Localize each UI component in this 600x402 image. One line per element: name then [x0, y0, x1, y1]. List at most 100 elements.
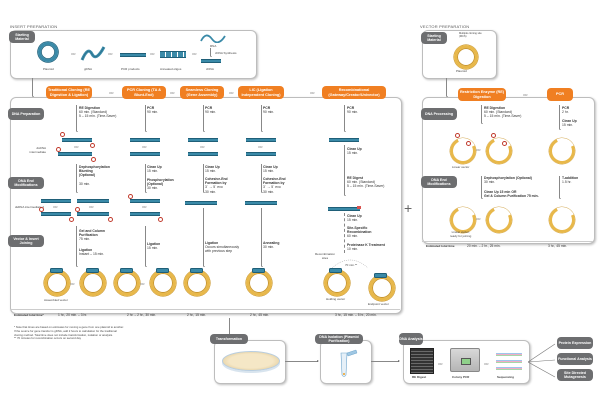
vector-total-time-re: 20 min. – 2 hr., 25 min.	[467, 244, 501, 248]
endpoint-vector-label: Endpoint vector	[368, 302, 389, 306]
estimated-total-label: Estimated total time*	[14, 313, 44, 317]
assembled-vector-ring	[114, 270, 140, 296]
second-day-label: 70 min.**	[345, 263, 358, 267]
vector-stage-tag-end-modifications: DNA End Modifications	[421, 176, 457, 188]
cdna-synthesis-arrow	[209, 48, 212, 57]
holding-vector-ring	[324, 270, 350, 296]
assembled-vector-ring	[80, 270, 106, 296]
or-label: OR	[150, 52, 155, 56]
stage-tag-vector-insert-joining: Vector & Insert Joining	[8, 235, 44, 247]
cut-site-icon	[69, 217, 74, 222]
flow-arrow	[260, 164, 263, 193]
linear-vector-label: Linear vector	[452, 165, 470, 169]
flow-arrow	[480, 176, 483, 199]
or-label: OR	[476, 148, 481, 152]
assembled-vector-ring	[246, 270, 272, 296]
dna-analysis-tag[interactable]: DNA Analysis	[399, 333, 423, 345]
or-label: OR	[53, 205, 58, 209]
or-label: OR	[109, 91, 114, 95]
assembled-vector-label: Assembled vector	[44, 298, 68, 302]
dsdna-intermediate-2	[130, 212, 160, 216]
insert-segment	[50, 268, 63, 273]
method-tag-recombinational[interactable]: Recombinational (Gateway/Creator/Univect…	[322, 86, 386, 99]
flow-arrow	[260, 105, 263, 132]
total-time-pcr-cloning: 2 hr. – 2 hr., 30 min.	[127, 313, 157, 317]
or-label: OR	[200, 145, 205, 149]
gdna-icon	[80, 46, 106, 61]
outcome-protein-expression[interactable]: Protein Expression	[557, 337, 593, 349]
gel-icon	[410, 348, 434, 374]
flow-arrow	[558, 176, 561, 199]
insert-preparation-title: INSERT PREPARATION	[10, 24, 58, 29]
transformation-tag[interactable]: Transformation	[210, 334, 248, 344]
method-tag-lic[interactable]: LIC (Ligation Independent Cloning)	[238, 86, 284, 99]
method-tag-traditional[interactable]: Traditional Cloning (RE Digestion & Liga…	[46, 86, 92, 99]
endpoint-vector-ring	[369, 275, 395, 301]
plasmid-icon	[38, 42, 58, 62]
cut-site-icon	[75, 207, 80, 212]
starting-item-label: PCR products	[121, 67, 140, 71]
analysis-item-label: Sequencing	[497, 375, 515, 379]
cut-site-icon	[56, 147, 61, 152]
or-label: OR	[523, 93, 528, 97]
analysis-item-label: RE Digest	[412, 375, 427, 379]
or-label: OR	[74, 145, 79, 149]
or-label: OR	[108, 52, 113, 56]
cut-site-icon	[91, 157, 96, 162]
or-label: OR	[438, 362, 443, 366]
or-label: OR	[89, 205, 94, 209]
flow-arrow	[202, 208, 205, 267]
vector-method-tag-pcr[interactable]: PCR	[547, 88, 573, 101]
method-tag-pcr-cloning[interactable]: PCR Cloning (TA & Blunt-End)	[122, 86, 166, 99]
dsdna-intermediate-label: dsDNA intermediate	[29, 146, 46, 155]
or-label: OR	[484, 362, 489, 366]
dsdna-intermediate-2	[41, 212, 71, 216]
rna-label: RNA	[210, 44, 217, 48]
starting-material-tag: Starting Material	[9, 31, 35, 43]
dna-isolation-tag[interactable]: DNA Isolation (Plasmid Purification)	[315, 334, 363, 344]
dsdna-intermediate-2	[245, 201, 277, 205]
dsdna-intermediate-2	[77, 199, 109, 203]
starting-item-label: Plasmid	[43, 67, 54, 71]
divider	[422, 241, 593, 242]
method-tag-seamless[interactable]: Seamless Cloning (Gene Assembly)	[180, 86, 224, 99]
insert-segment	[156, 268, 169, 273]
or-label: OR	[476, 217, 481, 221]
flow-arrow	[202, 164, 205, 193]
or-label: OR	[310, 91, 315, 95]
dsdna-intermediate	[58, 152, 92, 156]
divider	[10, 309, 400, 310]
rna-icon	[200, 34, 226, 43]
flow-arrow	[343, 145, 346, 196]
assembled-vector-ring	[44, 270, 70, 296]
total-time-lic: 2 hr., 45 min.	[250, 313, 270, 317]
flow-arrow	[480, 105, 483, 124]
flow-arrow	[75, 226, 78, 267]
petri-dish-icon	[222, 351, 280, 371]
cut-site-icon	[128, 194, 133, 199]
flow-arrow	[75, 105, 78, 132]
footnote: * Note that times are based on estimates…	[14, 325, 124, 341]
flow-arrow	[343, 105, 346, 132]
insert-segment	[190, 268, 203, 273]
assembled-vector-ring	[150, 270, 176, 296]
outcome-site-directed-mutagenesis[interactable]: Site Directed Mutagenesis	[557, 369, 593, 381]
outcome-functional-analysis[interactable]: Functional Analysis	[557, 353, 593, 365]
vector-method-tag-re[interactable]: Restriction Enzyme (RE) Digestion	[458, 88, 506, 101]
dsdna-intermediate-2	[41, 199, 71, 203]
cut-site-icon	[491, 133, 496, 138]
dsdna-intermediate	[62, 138, 92, 142]
or-label: OR	[140, 282, 145, 286]
mcs-label: Multiple cloning site (MCS)	[459, 32, 482, 39]
cdna-synthesis-label: cDNA Synthesis	[215, 51, 237, 55]
